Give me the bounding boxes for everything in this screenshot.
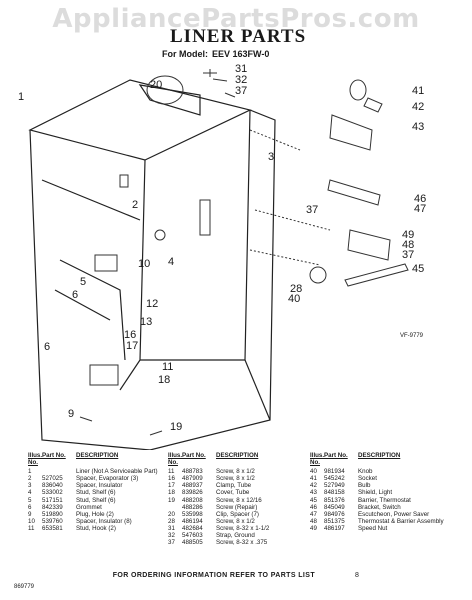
callout-37c: 37 xyxy=(402,249,414,261)
parts-header: Illus. No. Part No. DESCRIPTION xyxy=(28,452,168,466)
callout-49: 49 xyxy=(402,229,414,241)
callout-28: 28 xyxy=(290,283,302,295)
model-label: For Model: xyxy=(162,49,208,59)
hardware-parts xyxy=(79,69,409,436)
callout-20: 20 xyxy=(150,79,162,91)
callout-41: 41 xyxy=(412,85,424,97)
footer-text: FOR ORDERING INFORMATION REFER TO PARTS … xyxy=(112,572,316,579)
callout-37b: 37 xyxy=(306,204,318,216)
callout-42: 42 xyxy=(412,101,424,113)
callout-6a: 6 xyxy=(72,289,78,301)
callout-46: 46 xyxy=(414,193,426,205)
watermark: AppliancePartsPros.com xyxy=(52,4,420,34)
callout-5: 5 xyxy=(80,276,86,288)
callout-31: 31 xyxy=(235,63,247,75)
header-illus: Illus. No. xyxy=(28,452,43,467)
callout-19: 19 xyxy=(170,421,182,433)
callout-45: 45 xyxy=(412,263,424,275)
callout-16: 16 xyxy=(124,329,136,341)
callout-18: 18 xyxy=(158,374,170,386)
callout-37a: 37 xyxy=(235,85,247,97)
callout-4: 4 xyxy=(168,256,174,268)
callout-labels: 1 2 3 4 5 6 6 9 10 11 12 13 16 17 18 19 … xyxy=(18,63,426,433)
callout-40: 40 xyxy=(288,293,300,305)
figure-reference: VF-9779 xyxy=(400,333,424,339)
model-value: EEV 163FW-0 xyxy=(212,49,270,59)
callout-13: 13 xyxy=(140,316,152,328)
exploded-liner-diagram: 1 2 3 4 5 6 6 9 10 11 12 13 16 17 18 19 … xyxy=(18,63,426,450)
callout-48: 48 xyxy=(402,239,414,251)
callout-1: 1 xyxy=(18,91,24,103)
ordering-footer: FOR ORDERING INFORMATION REFER TO PARTS … xyxy=(0,572,472,579)
callout-6b: 6 xyxy=(44,341,50,353)
callout-47: 47 xyxy=(414,203,426,215)
callout-9: 9 xyxy=(68,408,74,420)
callout-12: 12 xyxy=(146,298,158,310)
callout-17: 17 xyxy=(126,340,138,352)
callout-2: 2 xyxy=(132,199,138,211)
callout-43: 43 xyxy=(412,121,424,133)
header-part: Part No. xyxy=(42,452,66,459)
callout-11: 11 xyxy=(162,361,173,373)
callout-3: 3 xyxy=(268,151,274,163)
callout-10: 10 xyxy=(138,258,150,270)
document-code: 869779 xyxy=(14,584,35,590)
callout-32: 32 xyxy=(235,74,247,86)
liner-outline xyxy=(28,79,276,450)
page-number: 8 xyxy=(355,572,360,579)
model-line: For Model: EEV 163FW-0 xyxy=(162,49,269,59)
page-title: LINER PARTS xyxy=(170,26,307,47)
header-desc: DESCRIPTION xyxy=(76,452,119,459)
